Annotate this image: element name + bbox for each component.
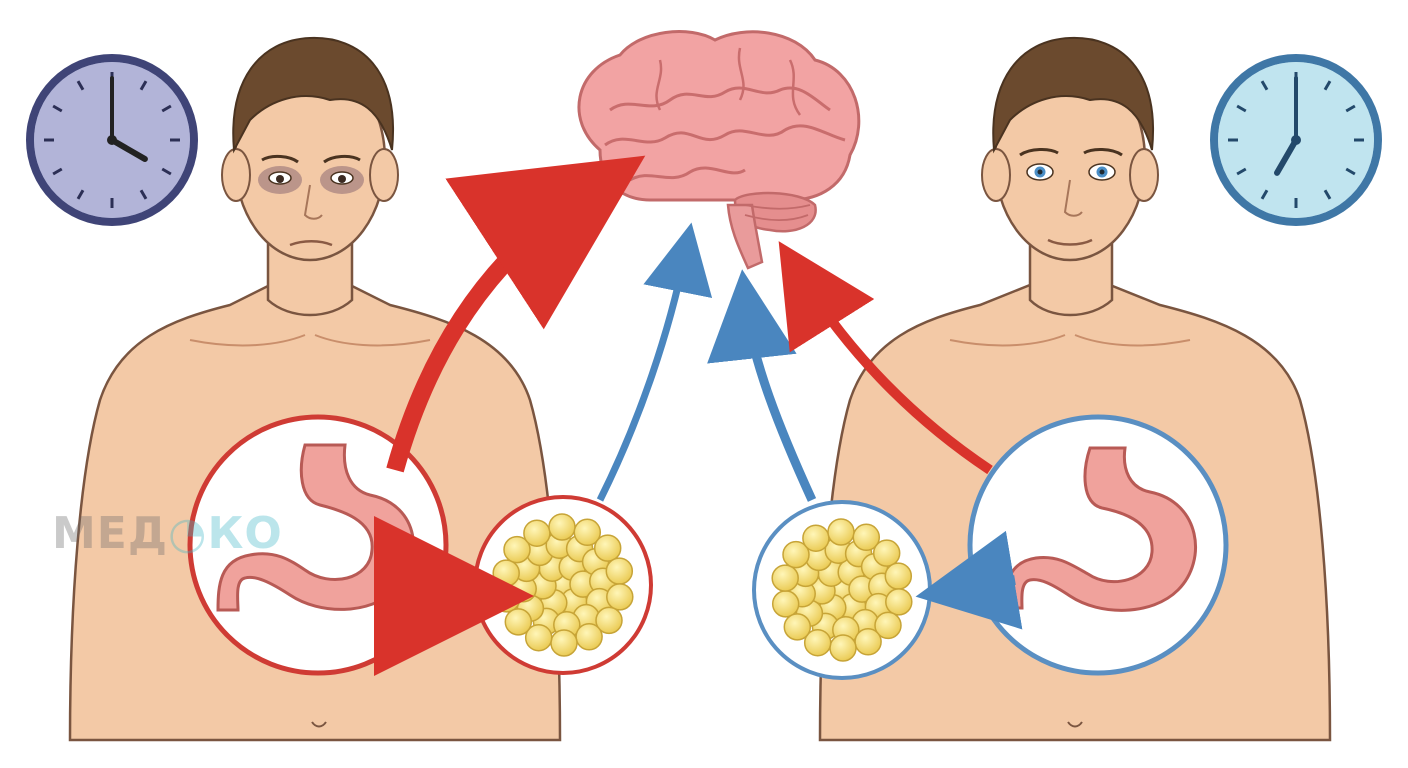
fat-cell xyxy=(872,539,901,567)
fat-cell xyxy=(573,518,602,547)
watermark: МЕД◔КО xyxy=(52,508,283,559)
left-neck xyxy=(266,238,354,317)
red-arrow-stomach-to-brain-right xyxy=(778,241,993,475)
fat-cell xyxy=(852,523,881,552)
fat-cell xyxy=(492,585,521,613)
fat-cell xyxy=(550,629,578,657)
left-clock-icon xyxy=(26,54,198,226)
clock-tick xyxy=(139,80,148,91)
watermark-mark: ◔ xyxy=(168,508,208,559)
clock-tick xyxy=(1323,80,1332,91)
blue-arrow-fat-to-brain-right xyxy=(707,269,817,502)
clock-tick xyxy=(1236,104,1247,113)
watermark-left: МЕД xyxy=(52,508,169,559)
fat-cell xyxy=(523,519,551,547)
fat-cell xyxy=(492,559,520,587)
fat-cell xyxy=(884,562,913,590)
brain-icon xyxy=(577,30,861,270)
clock-tick xyxy=(52,104,63,113)
red-arrow-stomach-to-brain xyxy=(386,155,646,473)
fat-cell xyxy=(783,613,812,641)
right-hair xyxy=(992,36,1154,154)
clock-tick xyxy=(1260,189,1269,200)
fat-cell xyxy=(504,608,533,636)
clock-tick xyxy=(76,80,85,91)
right-fat-circle xyxy=(752,500,932,680)
clock-tick xyxy=(76,189,85,200)
fat-cell xyxy=(575,623,603,651)
fat-cell xyxy=(605,557,634,585)
fat-cell xyxy=(854,628,882,656)
fat-cell xyxy=(827,518,855,546)
clock-tick xyxy=(52,167,63,176)
right-neck xyxy=(1028,238,1114,317)
clock-tick xyxy=(1345,104,1356,113)
fat-cell xyxy=(593,534,622,562)
clock-tick xyxy=(139,189,148,200)
clock-tick xyxy=(161,104,172,113)
blue-arrow-fat-to-brain-left xyxy=(596,222,713,502)
left-fat-circle xyxy=(473,495,653,675)
fat-cell xyxy=(771,564,799,592)
blue-arrow-stomach-to-fat xyxy=(915,530,1023,630)
right-stomach-circle xyxy=(967,414,1229,676)
right-fat-cells-icon xyxy=(771,518,913,662)
fat-cell xyxy=(595,606,623,635)
clock-tick xyxy=(1260,80,1269,91)
fat-cell xyxy=(782,540,810,569)
fat-cell xyxy=(606,583,634,611)
fat-cell xyxy=(803,628,832,657)
fat-cell xyxy=(885,588,913,616)
right-clock-icon xyxy=(1210,54,1382,226)
clock-tick xyxy=(1345,167,1356,176)
watermark-right: КО xyxy=(207,508,283,559)
clock-tick xyxy=(1236,167,1247,176)
fat-cell xyxy=(829,634,857,662)
fat-cell xyxy=(874,611,902,640)
fat-cell xyxy=(548,513,576,541)
left-hair xyxy=(232,36,394,154)
fat-cell xyxy=(802,524,830,552)
fat-cell xyxy=(771,590,800,618)
clock-tick xyxy=(161,167,172,176)
clock-tick xyxy=(1323,189,1332,200)
